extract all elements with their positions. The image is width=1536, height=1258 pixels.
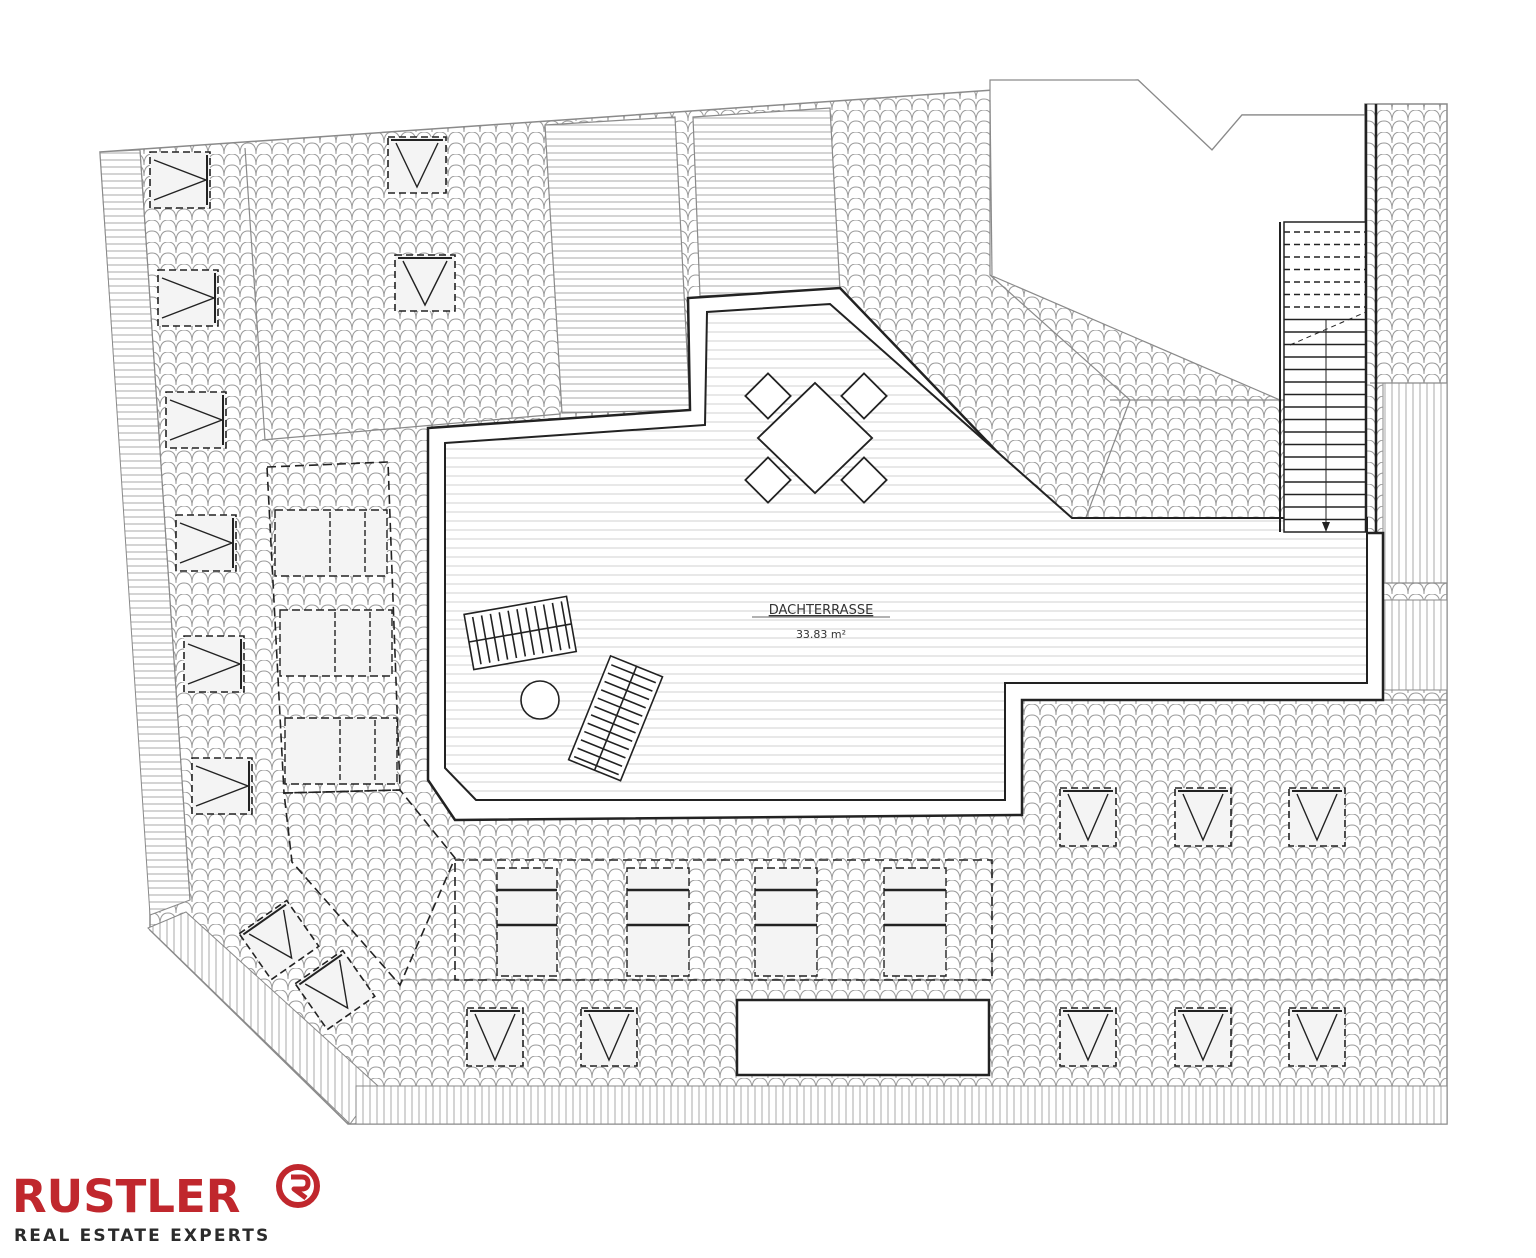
bottom-eave — [355, 1085, 1448, 1125]
roof-window — [1288, 1007, 1346, 1067]
terrace-deck[interactable] — [444, 302, 1368, 801]
roof-window — [1059, 787, 1117, 847]
room-area: 33.83 m² — [796, 628, 846, 641]
brand-mark-icon — [276, 1164, 320, 1208]
flat-roof-a — [544, 116, 691, 414]
roof-windows — [149, 136, 1346, 1067]
right-eave-upper — [1382, 382, 1448, 584]
dormer-outlines — [266, 461, 993, 987]
bottom-dormer-bars — [497, 888, 946, 927]
roof-window — [394, 254, 456, 312]
roof-window — [387, 136, 447, 194]
left-dormer-panes — [274, 509, 398, 785]
roof-window — [157, 269, 219, 327]
roof-window — [238, 899, 320, 981]
roof-window — [149, 151, 211, 209]
roof-window — [1174, 787, 1232, 847]
brand-name: RUSTLER — [12, 1170, 241, 1223]
long-skylight — [735, 998, 991, 1077]
roof-window — [580, 1007, 638, 1067]
round-side-table[interactable] — [520, 680, 560, 720]
brand-logo: RUSTLER REAL ESTATE EXPERTS — [12, 1158, 322, 1253]
roof-window — [294, 949, 376, 1031]
roof-window — [175, 514, 237, 572]
staircase[interactable] — [1279, 104, 1378, 533]
brand-tagline: REAL ESTATE EXPERTS — [14, 1226, 271, 1246]
flat-roof-b — [692, 107, 841, 297]
bottom-dormer-panes — [496, 867, 947, 977]
roof-window — [191, 757, 253, 815]
roof-window — [1059, 1007, 1117, 1067]
right-eave-lower — [1382, 599, 1448, 691]
roof-window — [1174, 1007, 1232, 1067]
roof-window — [466, 1007, 524, 1067]
roof-window — [165, 391, 227, 449]
sun-lounger-2[interactable] — [567, 654, 664, 782]
roof-window — [1288, 787, 1346, 847]
room-name: DACHTERRASSE — [769, 603, 874, 618]
sun-lounger-1[interactable] — [463, 595, 578, 671]
roof-window — [183, 635, 245, 693]
dining-table-set[interactable] — [744, 372, 888, 504]
